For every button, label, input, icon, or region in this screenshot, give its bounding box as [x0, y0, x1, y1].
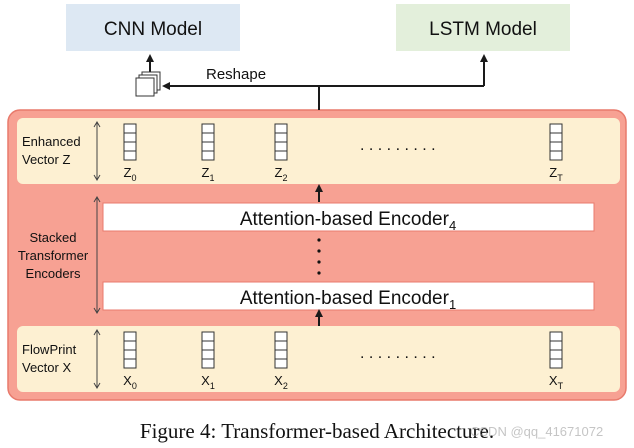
encoder-1-box: [102, 281, 595, 311]
enhanced-label-line2: Vector Z: [22, 152, 70, 167]
x-vector-1: [201, 331, 215, 369]
z-vector-label-2: Z2: [275, 165, 288, 183]
watermark-text: CSDN @qq_41671072: [470, 424, 604, 439]
z-vector-label-0: Z0: [124, 165, 137, 183]
lstm-model-label: LSTM Model: [429, 19, 537, 40]
encoder-4-label: Attention-based Encoder4: [240, 209, 456, 233]
enhanced-label-line1: Enhanced: [22, 134, 81, 149]
x-vector-0: [123, 331, 137, 369]
z-vector-label-3: ZT: [549, 165, 563, 183]
reshape-cube-icon: [135, 71, 161, 97]
z-vector-0: [123, 123, 137, 161]
stacked-label-line1: Stacked: [30, 230, 77, 245]
x-vector-2: [274, 331, 288, 369]
lstm-model-box: [396, 4, 570, 51]
x-vector-label-1: X1: [201, 373, 215, 391]
z-vector-2: [274, 123, 288, 161]
enhanced-vector-labels: Z0 Z1 Z2 ZT: [124, 165, 564, 183]
flowprint-vector-labels: X0 X1 X2 XT: [123, 373, 563, 391]
flowprint-vectors: [123, 331, 563, 369]
cnn-model-label: CNN Model: [104, 19, 202, 40]
x-vector-label-3: XT: [549, 373, 564, 391]
flowprint-ellipsis: . . . . . . . . .: [360, 345, 436, 362]
x-vector-label-2: X2: [274, 373, 288, 391]
enhanced-vector-row: [17, 118, 620, 184]
encoder-4-box: [102, 202, 595, 232]
encoder-1-label: Attention-based Encoder1: [240, 288, 456, 312]
encoder-stack-ellipsis: [317, 238, 321, 275]
figure-caption: Figure 4: Transformer-based Architecture…: [139, 419, 495, 443]
enhanced-ellipsis: . . . . . . . . .: [360, 137, 436, 154]
z-vector-1: [201, 123, 215, 161]
enhanced-vectors: [123, 123, 563, 161]
x-vector-label-0: X0: [123, 373, 137, 391]
flowprint-label-line1: FlowPrint: [22, 342, 77, 357]
cnn-model-box: [66, 4, 240, 51]
z-vector-3: [549, 123, 563, 161]
reshape-label: Reshape: [206, 66, 266, 83]
stacked-label-line3: Encoders: [26, 266, 81, 281]
z-vector-label-1: Z1: [202, 165, 215, 183]
flowprint-vector-row: [17, 326, 620, 392]
stacked-label-line2: Transformer: [18, 248, 89, 263]
flowprint-label-line2: Vector X: [22, 360, 71, 375]
x-vector-3: [549, 331, 563, 369]
